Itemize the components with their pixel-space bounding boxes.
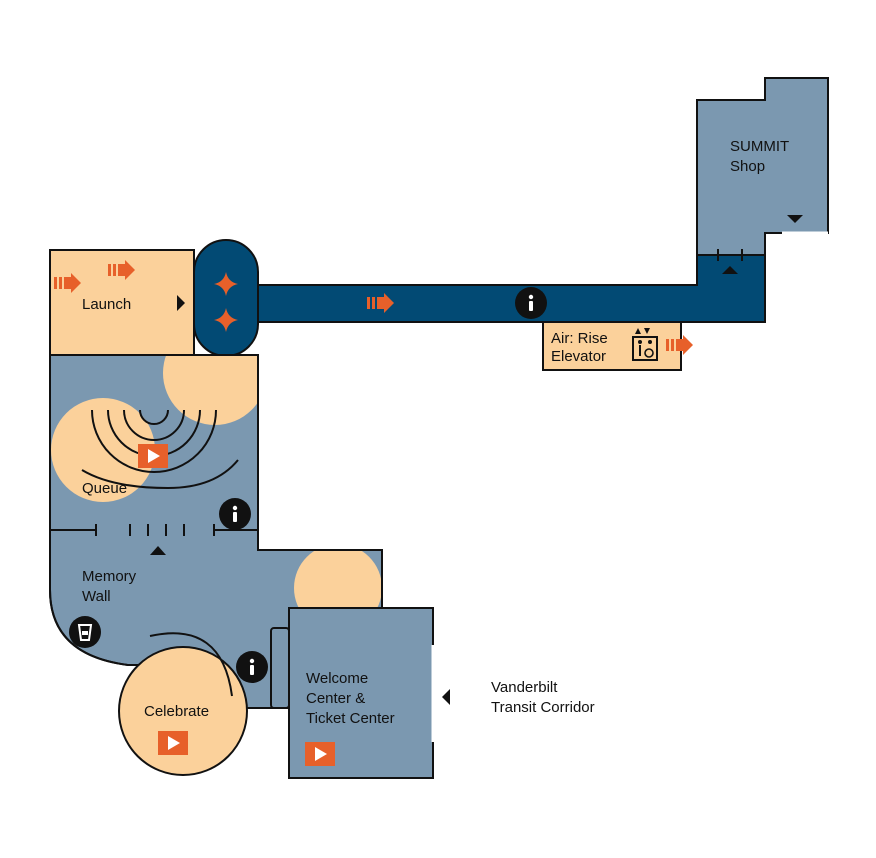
queue-circle	[51, 398, 155, 502]
celebrate-arc	[149, 632, 233, 697]
queue-label: Queue	[82, 480, 127, 497]
info-icon[interactable]	[236, 651, 268, 683]
info-icon[interactable]	[515, 287, 547, 319]
transit-corridor-label: Vanderbilt Transit Corridor	[491, 679, 595, 716]
welcome-center-area[interactable]	[288, 607, 434, 779]
welcome-center-column	[270, 627, 290, 709]
entrance-triangle-icon	[722, 266, 738, 274]
air-rise-elevator-label: Air: Rise Elevator	[551, 330, 612, 365]
launch-overflow-circle	[163, 355, 267, 425]
play-icon[interactable]	[305, 742, 335, 766]
memory-wall-label: Memory Wall	[82, 568, 140, 605]
entrance-triangle-icon	[150, 546, 166, 555]
launch-entry-triangle-icon	[177, 295, 185, 311]
drink-icon[interactable]	[69, 616, 101, 648]
play-icon[interactable]	[138, 444, 168, 468]
launch-portal[interactable]	[193, 239, 259, 357]
celebrate-area[interactable]	[118, 646, 248, 776]
accessible-elevator-icon	[632, 328, 658, 361]
summit-entrance-marker	[717, 249, 743, 261]
launch-label: Launch	[82, 296, 131, 313]
transit-entry-triangle-icon	[442, 689, 450, 705]
play-icon[interactable]	[158, 731, 188, 755]
entrance-triangle-icon	[787, 215, 803, 223]
celebrate-label: Celebrate	[144, 703, 209, 720]
summit-shop-label: SUMMIT Shop	[730, 138, 793, 175]
queue-rows	[81, 409, 239, 490]
upper-corridor	[244, 254, 766, 323]
welcome-center-label: Welcome Center & Ticket Center	[306, 670, 395, 727]
memory-wall-divider	[50, 524, 258, 536]
info-icon[interactable]	[219, 498, 251, 530]
